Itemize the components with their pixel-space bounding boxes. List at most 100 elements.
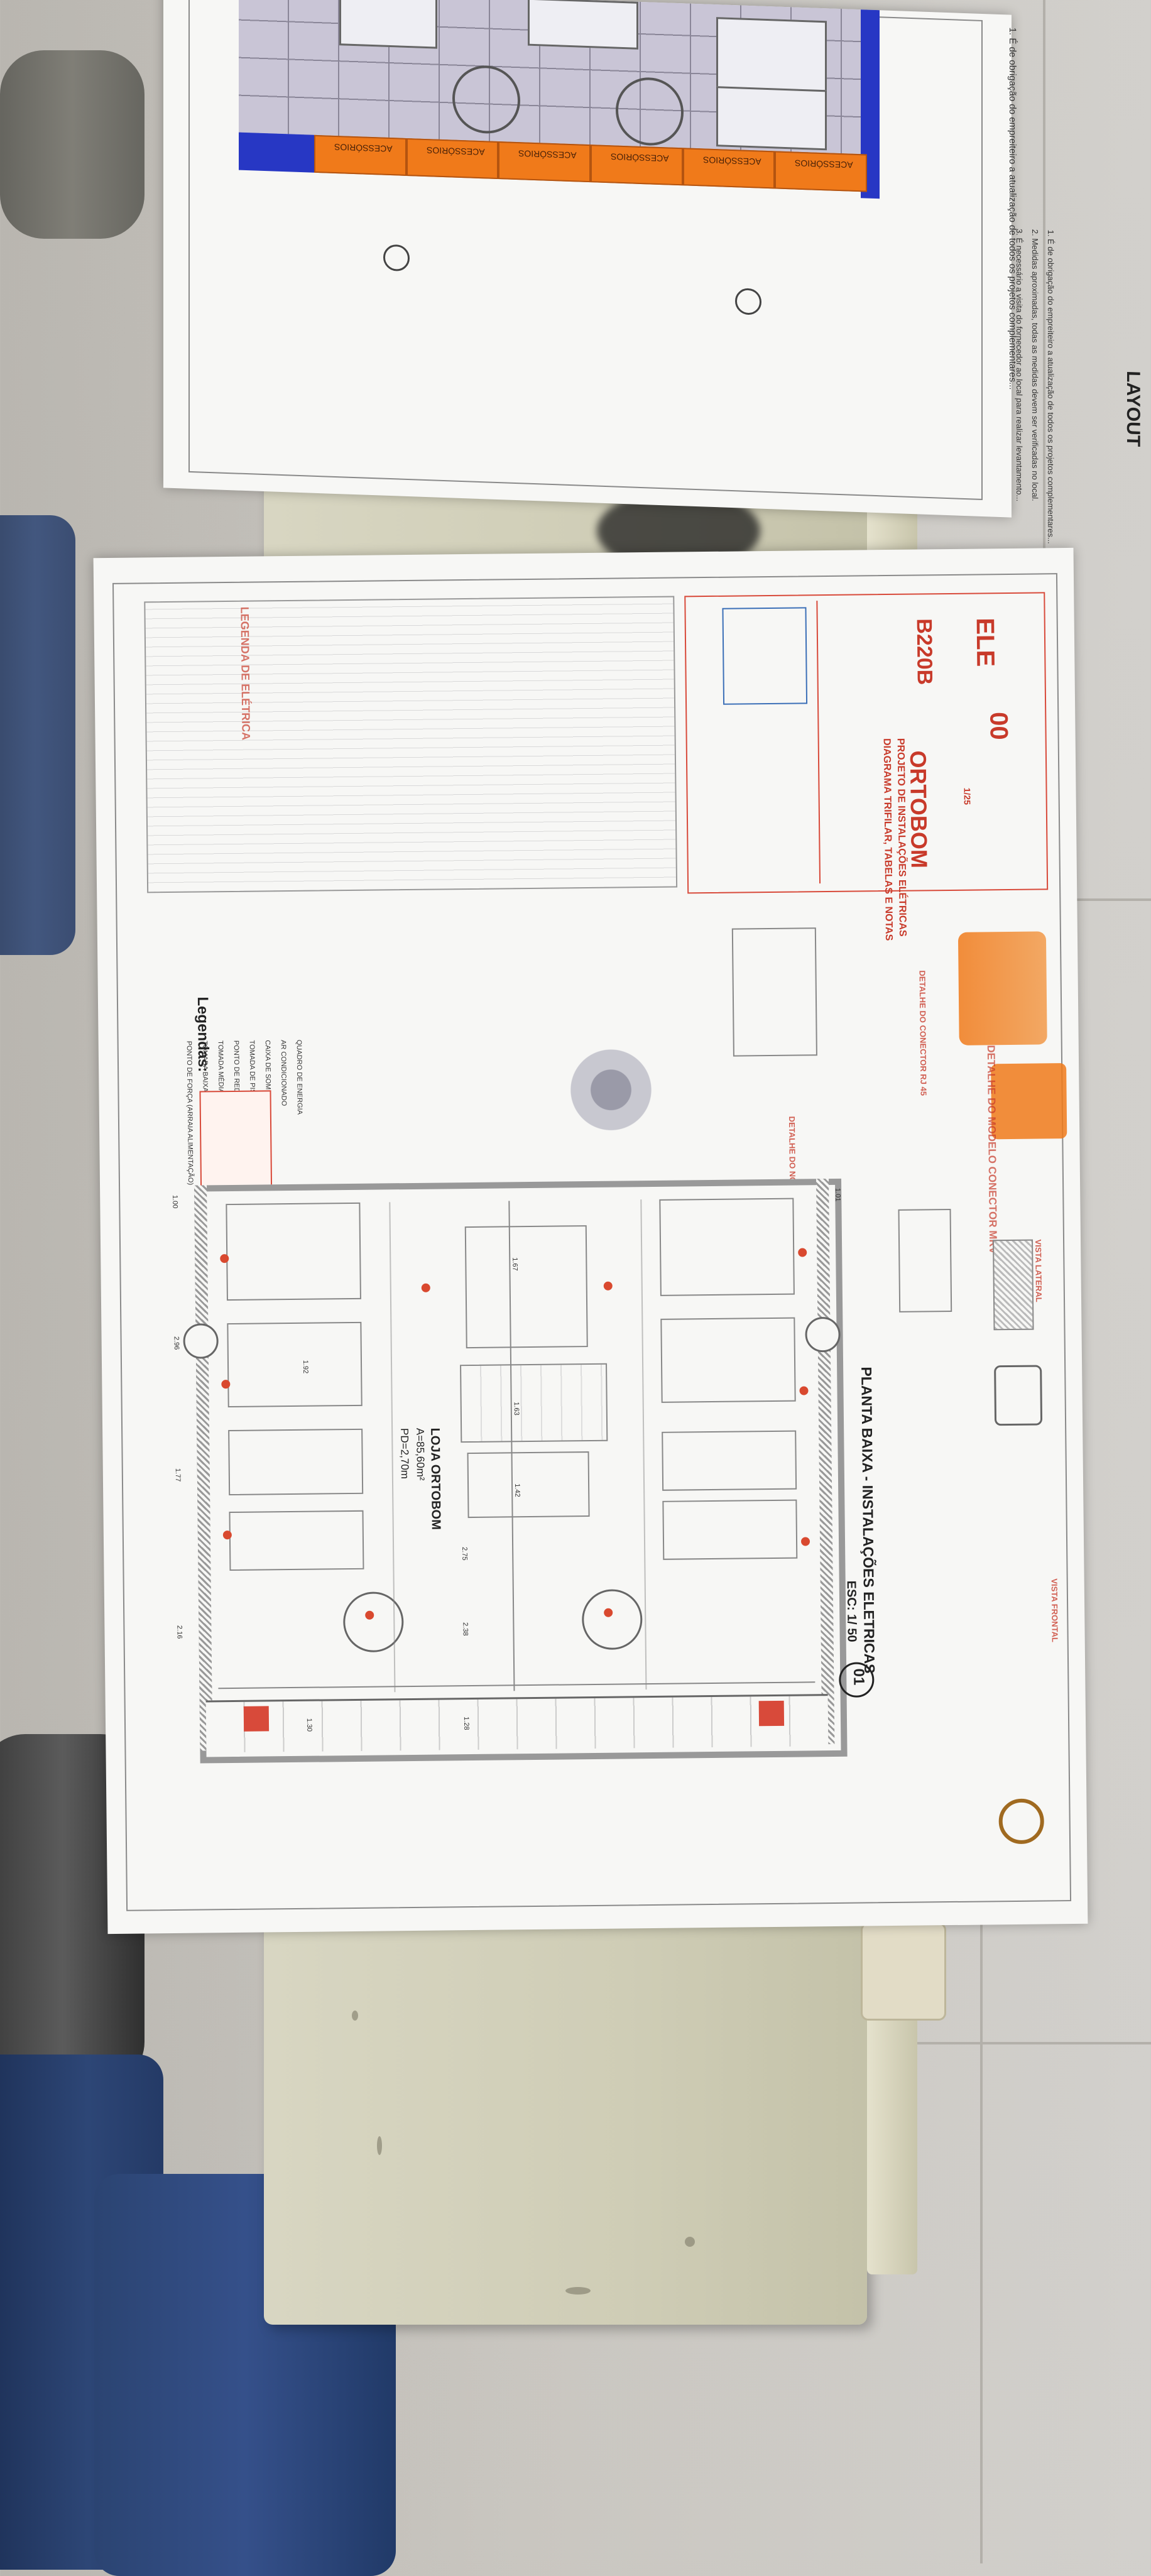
floor-plan-entrance (205, 1694, 829, 1753)
plan-scale: ESC: 1/ 50 (844, 1580, 859, 1642)
title-signature-box (722, 607, 808, 705)
title-project: PROJETO DE INSTALAÇÕES ELÉTRICAS (895, 738, 908, 937)
electrical-point-marker (603, 1281, 613, 1291)
electrical-legend-title: LEGENDA DE ELÉTRICA (238, 606, 253, 741)
layout-note-3: 3. É necessário a visita do fornecedor a… (1015, 228, 1024, 502)
detail-text-box (731, 927, 817, 1057)
accessory-block: ACESSÓRIOS (591, 145, 683, 186)
accessory-block: ACESSÓRIOS (682, 148, 775, 189)
detail-title-mrv: DETALHE DO MODELO CONECTOR MRV (985, 1045, 1000, 1254)
electrical-point-marker (798, 1248, 807, 1257)
electrical-point-marker (221, 1380, 231, 1389)
dimension-label: 1.77 (173, 1468, 182, 1482)
electrical-point-marker (604, 1608, 613, 1617)
accessory-block: ACESSÓRIOS (406, 138, 499, 180)
view-front-label: VISTA FRONTAL (1049, 1578, 1060, 1642)
layout-blue-band-left (239, 132, 314, 173)
layout-note-1: 1. É de obrigação do empreiteiro a atual… (1046, 229, 1056, 545)
center-display-box (467, 1451, 590, 1519)
accessory-block: ACESSÓRIOS (498, 141, 591, 183)
dimension-label: 2.96 (172, 1336, 180, 1350)
shoe-top-left (0, 50, 145, 239)
title-code: B220B (912, 618, 937, 685)
electrical-panel-red (758, 1700, 785, 1727)
wiring-line (218, 1681, 816, 1689)
electrical-legend-table (144, 596, 678, 893)
title-client: ORTOBOM (905, 750, 932, 869)
floor-grout-horizontal-1 (880, 2042, 1151, 2044)
layout-floor-plan (239, 0, 867, 155)
layout-display-box (528, 0, 638, 50)
section-marker-b (383, 244, 410, 272)
legend-item-1: PONTO DE FORÇA (ARRAIA ALIMENTAÇÃO) (185, 1040, 195, 1186)
title-subtitle: DIAGRAMA TRIFILAR, TABELAS E NOTAS (881, 738, 895, 941)
electrical-point-marker (365, 1610, 374, 1620)
outlet-front-view (994, 1365, 1043, 1426)
detail-connector-illustration-2 (991, 1063, 1067, 1140)
dimension-label: 1.67 (511, 1257, 519, 1271)
floor-outlet-detail (998, 1798, 1045, 1845)
display-box (229, 1510, 364, 1571)
accessory-block: ACESSÓRIOS (314, 134, 406, 176)
detail-outlet-illustration (563, 1042, 659, 1138)
center-display-box (464, 1225, 588, 1349)
bench-speck (352, 2011, 358, 2021)
bench-speck (685, 2237, 695, 2247)
display-box (228, 1428, 364, 1496)
dimension-label: 1.28 (462, 1716, 471, 1730)
dimension-label: 1.63 (512, 1402, 520, 1416)
view-side-label: VISTA LATERAL (1034, 1239, 1044, 1302)
jeans-left-upper (0, 515, 75, 955)
title-discipline: ELE (971, 618, 1000, 667)
dimension-label: 1.42 (513, 1483, 521, 1497)
floor-grout-vertical-2 (1043, 0, 1045, 565)
legend-item-6: CAIXA DE SOM (263, 1040, 272, 1090)
dimension-label: 1.00 (171, 1194, 179, 1209)
display-box (226, 1202, 361, 1301)
detail-connector-illustration (957, 931, 1047, 1045)
bench-hinge (861, 1923, 946, 2021)
store-name: LOJA ORTOBOM (428, 1427, 443, 1530)
dimension-label: 2.16 (175, 1625, 183, 1639)
section-marker-c (735, 288, 761, 315)
dimension-label: 1.01 (834, 1187, 842, 1202)
accessory-block: ACESSÓRIOS (775, 151, 868, 192)
electrical-point-marker (800, 1537, 810, 1546)
column-circle (805, 1316, 841, 1353)
dimension-label: 1.30 (305, 1718, 314, 1732)
store-height: PD=2,70m (398, 1428, 411, 1480)
title-sheet-number: 00 (985, 711, 1013, 740)
electrical-panel-red (243, 1706, 270, 1732)
floor-plan-wall-hatch (816, 1179, 835, 1745)
outlet-side-view (993, 1239, 1034, 1331)
dimension-label: 1.92 (301, 1360, 310, 1374)
store-area: A=85,60m² (414, 1427, 427, 1481)
display-box (227, 1321, 363, 1408)
display-box (659, 1198, 795, 1296)
legend-item-7: AR CONDICIONADO (279, 1040, 288, 1106)
dimension-label: 2.38 (461, 1622, 469, 1636)
electrical-point-marker (421, 1283, 430, 1292)
installation-detail-box (898, 1208, 952, 1313)
plan-title: PLANTA BAIXA - INSTALAÇÕES ELETRICAS (858, 1367, 878, 1674)
bench-speck (377, 2136, 382, 2155)
electrical-point-marker (799, 1386, 809, 1395)
layout-display-box (339, 0, 437, 49)
column-circle (183, 1323, 219, 1359)
detail-title-rj45: DETALHE DO CONECTOR RJ 45 (917, 970, 929, 1096)
floor-plan: LOJA ORTOBOM A=85,60m² PD=2,70m (183, 1178, 848, 1764)
legend-item-8: QUADRO DE ENERGIA (295, 1039, 303, 1115)
title-scale: 1/25 (962, 787, 973, 805)
layout-display-box (716, 86, 827, 151)
display-box (662, 1499, 798, 1560)
electrical-point-marker (220, 1254, 229, 1263)
layout-note-2: 2. Medidas aproximadas, todas as medidas… (1030, 229, 1040, 501)
dimension-label: 2.75 (461, 1547, 469, 1561)
center-counter (460, 1363, 608, 1443)
bench-speck (565, 2287, 591, 2295)
display-box (660, 1317, 796, 1403)
electrical-point-marker (222, 1531, 232, 1540)
layout-sheet: ACESSÓRIOS ACESSÓRIOS ACESSÓRIOS ACESSÓR… (163, 0, 1143, 544)
layout-title: LAYOUT (1123, 370, 1143, 447)
display-box (662, 1430, 797, 1491)
